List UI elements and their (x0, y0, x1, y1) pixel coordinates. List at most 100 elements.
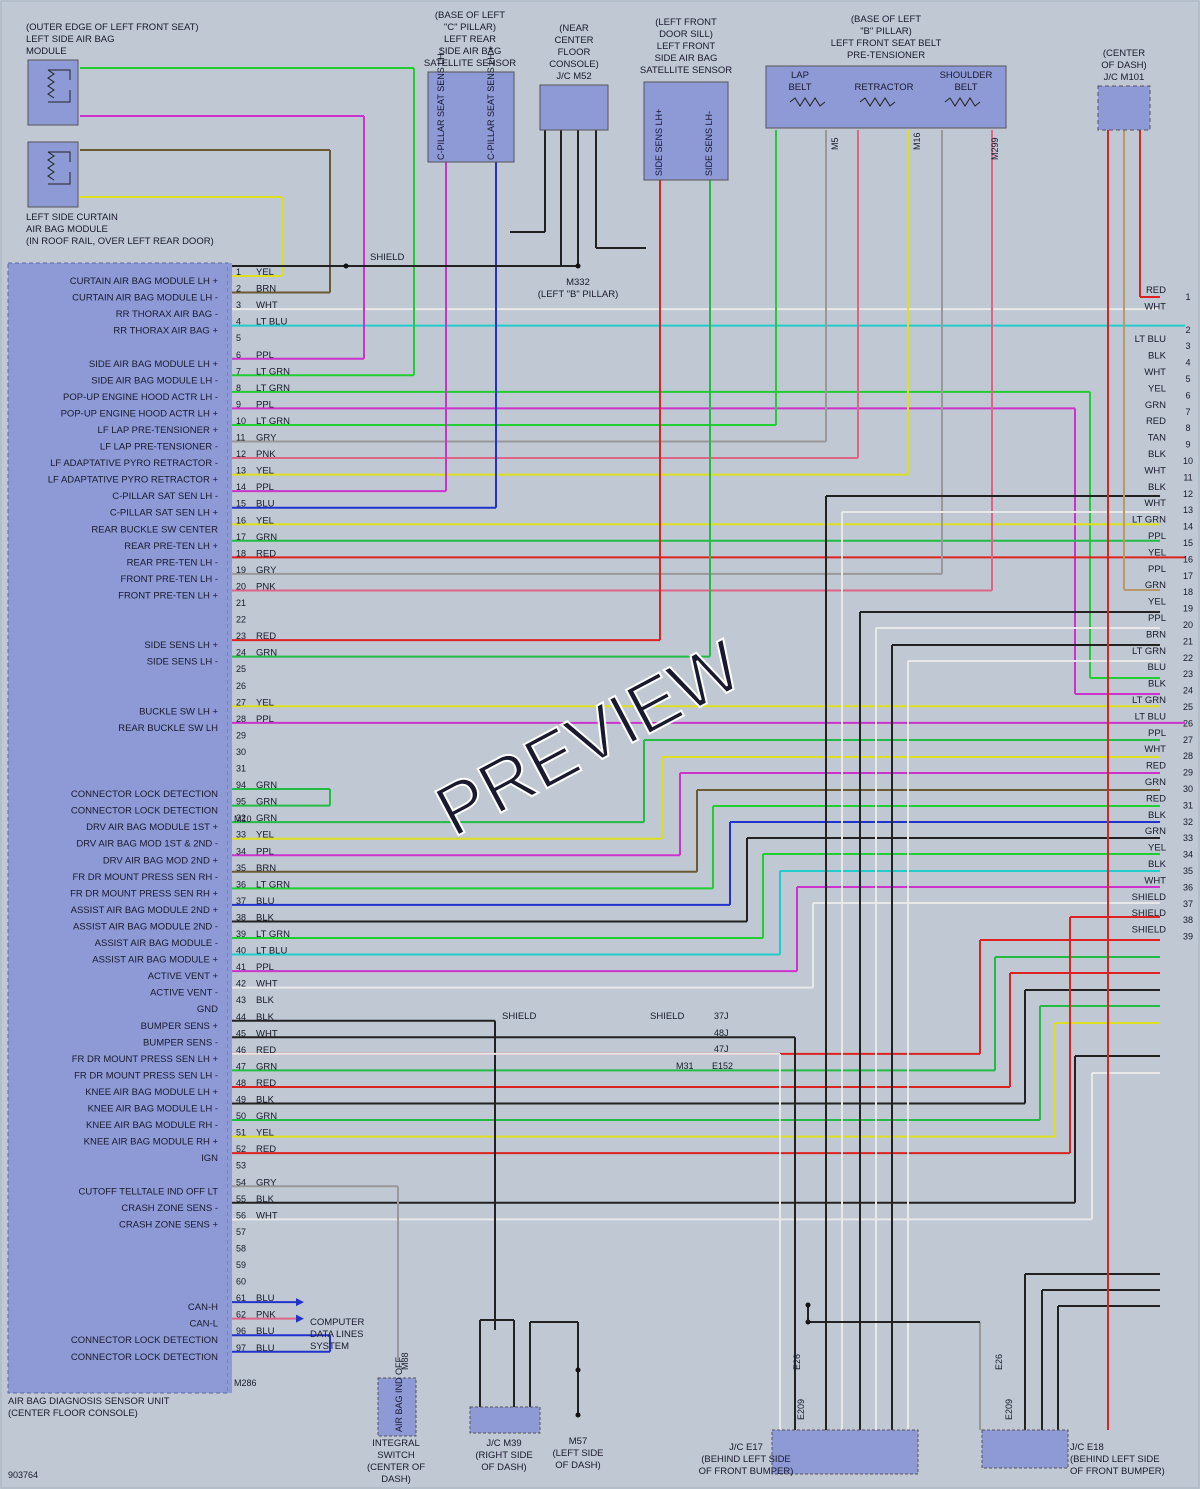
sensor-pin-label: LF LAP PRE-TENSIONER + (98, 425, 219, 436)
j48-label: 48J (714, 1028, 729, 1038)
m57-label: (LEFT SIDE (552, 1448, 603, 1459)
right-wire-color-label: BRN (1146, 629, 1166, 640)
splice-dot (575, 1412, 581, 1418)
wire-color-label: WHT (256, 300, 278, 311)
right-wire-color-label: LT BLU (1135, 334, 1166, 345)
lap-belt-label: BELT (788, 82, 811, 93)
sensor-pin-number: 25 (236, 664, 246, 674)
jc-e17-label: (BEHIND LEFT SIDE (701, 1454, 791, 1465)
sensor-pin-label: CURTAIN AIR BAG MODULE LH + (70, 276, 219, 287)
right-wire-color-label: BLK (1148, 351, 1167, 362)
sensor-pin-number: 19 (236, 565, 246, 575)
jc-e17-label: J/C E17 (729, 1442, 763, 1453)
wire-color-label: RED (256, 1045, 276, 1056)
integral-switch-label: INTEGRAL (372, 1438, 420, 1449)
wire-color-label: GRY (256, 565, 277, 576)
right-wire-color-label: LT BLU (1135, 711, 1166, 722)
jc-m52-label: (NEAR (559, 23, 589, 34)
sensor-pin-label: DRV AIR BAG MOD 1ST & 2ND - (76, 839, 218, 850)
right-pin-number: 26 (1183, 718, 1193, 728)
sensor-pin-number: 12 (236, 449, 246, 459)
wire-color-label: PPL (256, 846, 274, 857)
sensor-pin-number: 40 (236, 946, 246, 956)
sensor-pin-label: CONNECTOR LOCK DETECTION (71, 1335, 218, 1346)
right-wire-color-label: PPL (1148, 531, 1166, 542)
right-wire-color-label: YEL (1148, 843, 1166, 854)
right-pin-number: 18 (1183, 587, 1193, 597)
sensor-pin-label: SIDE AIR BAG MODULE LH + (89, 359, 219, 370)
right-shield-label: SHIELD (1132, 908, 1166, 919)
sensor-pin-label: POP-UP ENGINE HOOD ACTR LH + (61, 408, 219, 419)
e209-label: E209 (1004, 1399, 1014, 1420)
sensor-pin-label: BUCKLE SW LH + (139, 706, 218, 717)
sensor-pin-label: ASSIST AIR BAG MODULE - (95, 938, 218, 949)
sensor-pin-label: BUMPER SENS - (143, 1037, 218, 1048)
right-pin-number: 3 (1185, 341, 1190, 351)
retractor-label: RETRACTOR (855, 82, 914, 93)
wire-color-label: BLK (256, 1012, 275, 1023)
splice-dot (343, 263, 349, 269)
airbag-diagnosis-sensor-unit (7, 262, 229, 1394)
right-pin-number: 30 (1183, 784, 1193, 794)
wire-color-label: LT GRN (256, 366, 290, 377)
door-sill-label: (LEFT FRONT (655, 17, 717, 28)
right-wire-color-label: BLU (1148, 662, 1167, 673)
sensor-pin-number: 43 (236, 995, 246, 1005)
sensor-pin-number: 52 (236, 1144, 246, 1154)
can-system-label: DATA LINES (310, 1329, 364, 1340)
sensor-pin-label: KNEE AIR BAG MODULE RH + (84, 1137, 219, 1148)
lf-airbag-label: MODULE (26, 46, 67, 57)
sensor-pin-number: 4 (236, 317, 241, 327)
right-wire-color-label: TAN (1148, 433, 1166, 444)
right-pin-number: 38 (1183, 915, 1193, 925)
right-pin-number: 24 (1183, 686, 1193, 696)
sensor-pin-number: 42 (236, 979, 246, 989)
lf-airbag-label: LEFT SIDE AIR BAG (26, 34, 115, 45)
right-wire-color-label: RED (1146, 416, 1166, 427)
right-pin-number: 14 (1183, 522, 1193, 532)
jc-e18-label: (BEHIND LEFT SIDE (1070, 1454, 1160, 1465)
sensor-pin-number: 48 (236, 1078, 246, 1088)
e26-label: E26 (994, 1354, 1004, 1370)
sensor-pin-number: 11 (236, 433, 245, 443)
wire-color-label: BRN (256, 284, 276, 295)
sensor-pin-label: CRASH ZONE SENS - (121, 1203, 218, 1214)
sensor-pin-number: 30 (236, 747, 246, 757)
right-wire-color-label: GRN (1145, 400, 1166, 411)
watermark: PREVIEW (423, 626, 754, 853)
right-pin-number: 9 (1185, 440, 1190, 450)
wire-color-label: YEL (256, 267, 274, 278)
right-wire-color-label: GRN (1145, 826, 1166, 837)
pretensioner-box (765, 65, 1007, 129)
wire-color-label: PPL (256, 714, 274, 725)
wires-layer (80, 67, 1185, 1430)
main-unit-location: (CENTER FLOOR CONSOLE) (8, 1408, 138, 1419)
can-system-label: COMPUTER (310, 1317, 365, 1328)
sensor-pin-number: 15 (236, 499, 246, 509)
c-pillar-label: "C" PILLAR) (444, 22, 496, 33)
sensor-pin-number: 56 (236, 1210, 246, 1220)
sensor-pin-number: 29 (236, 730, 246, 740)
wire-color-label: RED (256, 1144, 276, 1155)
j47-label: 47J (714, 1044, 729, 1054)
sensor-pin-label: BUMPER SENS + (141, 1021, 219, 1032)
jc-e17-box (771, 1429, 919, 1475)
right-wire-color-label: BLK (1148, 810, 1167, 821)
wire-color-label: RED (256, 1078, 276, 1089)
sensor-pin-number: 61 (236, 1293, 246, 1303)
sensor-pin-number: 35 (236, 863, 246, 873)
shoulder-belt-label: BELT (954, 82, 977, 93)
main-connector-label: M10 (234, 814, 252, 824)
door-sill-sensor-box (643, 81, 729, 181)
wire-color-label: PPL (256, 962, 274, 973)
right-pin-number: 1 (1185, 292, 1190, 302)
sensor-pin-label: SIDE SENS LH + (144, 640, 218, 651)
sensor-pin-number: 50 (236, 1111, 246, 1121)
m5-label: M5 (830, 137, 840, 150)
right-wire-color-label: BLK (1148, 482, 1167, 493)
right-wire-color-label: LT GRN (1132, 695, 1166, 706)
jc-m39-box (469, 1406, 541, 1434)
lap-belt-label: LAP (791, 70, 809, 81)
